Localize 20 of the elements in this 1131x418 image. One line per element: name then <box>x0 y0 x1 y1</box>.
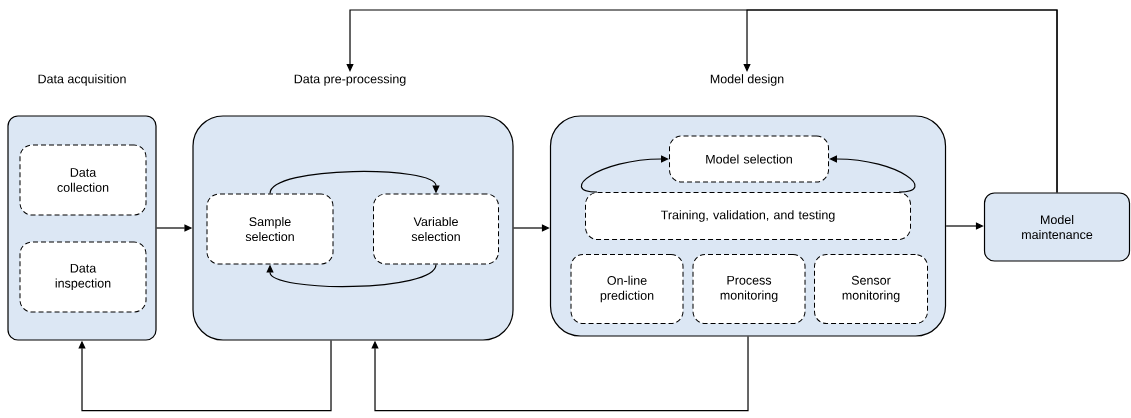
step-box: Data collection <box>19 144 147 216</box>
stage-heading: Model design <box>710 74 784 86</box>
step-box: Variable selection <box>373 193 499 265</box>
curved-arrow <box>580 155 669 193</box>
feedback-arrow <box>78 340 332 412</box>
step-box: Sensor monitoring <box>814 254 928 324</box>
step-box: On-line prediction <box>570 254 684 324</box>
stage-heading: Data acquisition <box>38 74 126 86</box>
step-box: Model selection <box>669 135 829 183</box>
step-box: Data inspection <box>19 241 147 313</box>
step-box: Training, validation, and testing <box>585 192 911 240</box>
feedback-arrow <box>371 336 749 412</box>
process-box: Model maintenance <box>983 192 1131 262</box>
curved-arrow <box>266 263 437 288</box>
curved-arrow <box>829 155 916 193</box>
stage-heading: Data pre-processing <box>294 74 406 86</box>
step-box: Sample selection <box>206 193 334 265</box>
curved-arrow <box>269 170 440 195</box>
feedback-arrow <box>743 9 1058 193</box>
step-box: Process monitoring <box>692 254 806 324</box>
